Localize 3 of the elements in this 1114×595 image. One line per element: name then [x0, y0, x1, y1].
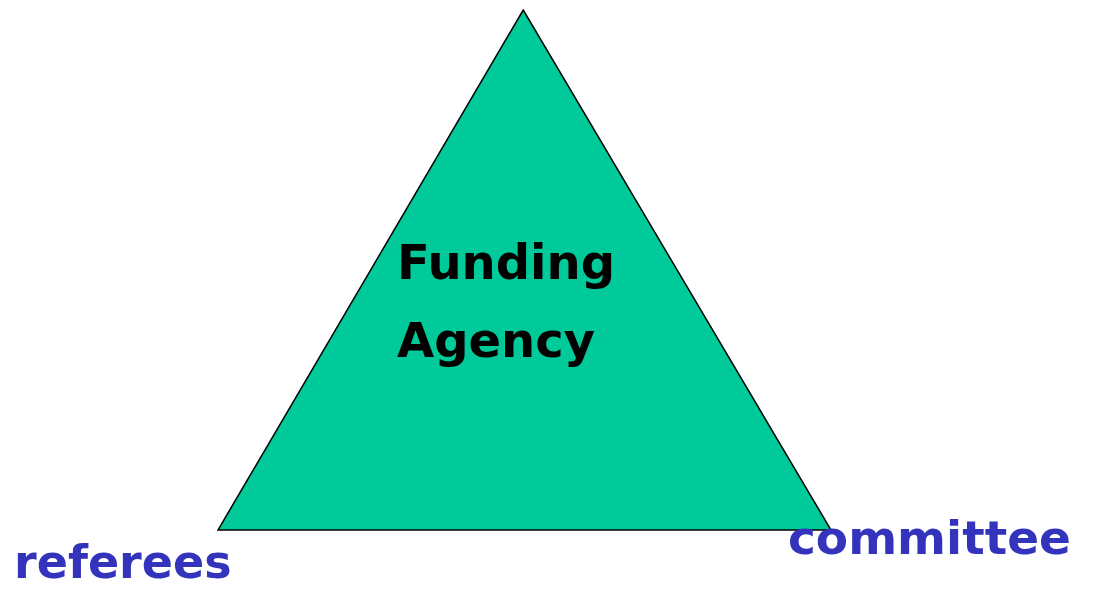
role-label: referees: [14, 535, 232, 589]
node-label: Funding Agency: [397, 233, 617, 370]
role-label: committee: [788, 510, 1071, 565]
